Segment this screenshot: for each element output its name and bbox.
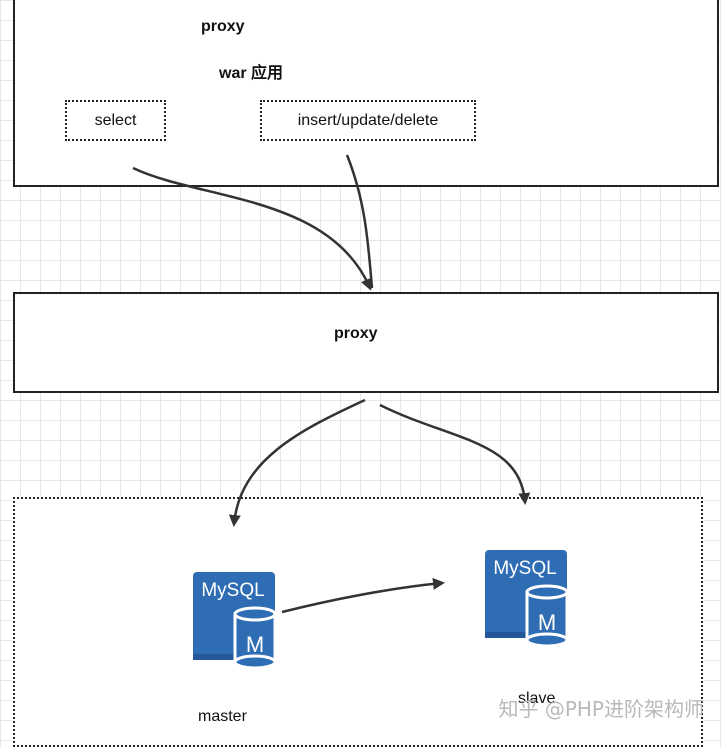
- slave-mysql-text: MySQL: [493, 558, 556, 579]
- war-app-label: war 应用: [219, 65, 284, 82]
- select-to-proxy-arrow: [132, 166, 372, 291]
- master-badge-text: M: [246, 632, 264, 657]
- slave-mysql-icon: MySQL M: [485, 550, 569, 648]
- write-to-proxy-arrow: [345, 154, 374, 289]
- replication-arrow: [281, 577, 445, 614]
- proxy-to-slave-arrow: [379, 403, 531, 505]
- slave-label: slave: [518, 690, 556, 707]
- write-op-box: insert/update/delete: [260, 100, 476, 141]
- write-op-label: insert/update/delete: [297, 111, 439, 129]
- proxy-container: [13, 292, 719, 393]
- slave-badge-text: M: [538, 610, 556, 635]
- war-app-container: [13, 0, 719, 187]
- select-op-box: select: [65, 100, 166, 141]
- top-proxy-title: proxy: [201, 18, 245, 35]
- proxy-to-master-arrow: [228, 398, 366, 527]
- master-mysql-icon: MySQL M: [193, 572, 277, 670]
- master-label: master: [198, 708, 247, 725]
- middle-proxy-title: proxy: [334, 325, 378, 342]
- database-container: [13, 497, 703, 747]
- watermark: 知乎 @PHP进阶架构师: [498, 697, 704, 721]
- select-op-label: select: [94, 111, 137, 129]
- master-mysql-text: MySQL: [201, 580, 264, 601]
